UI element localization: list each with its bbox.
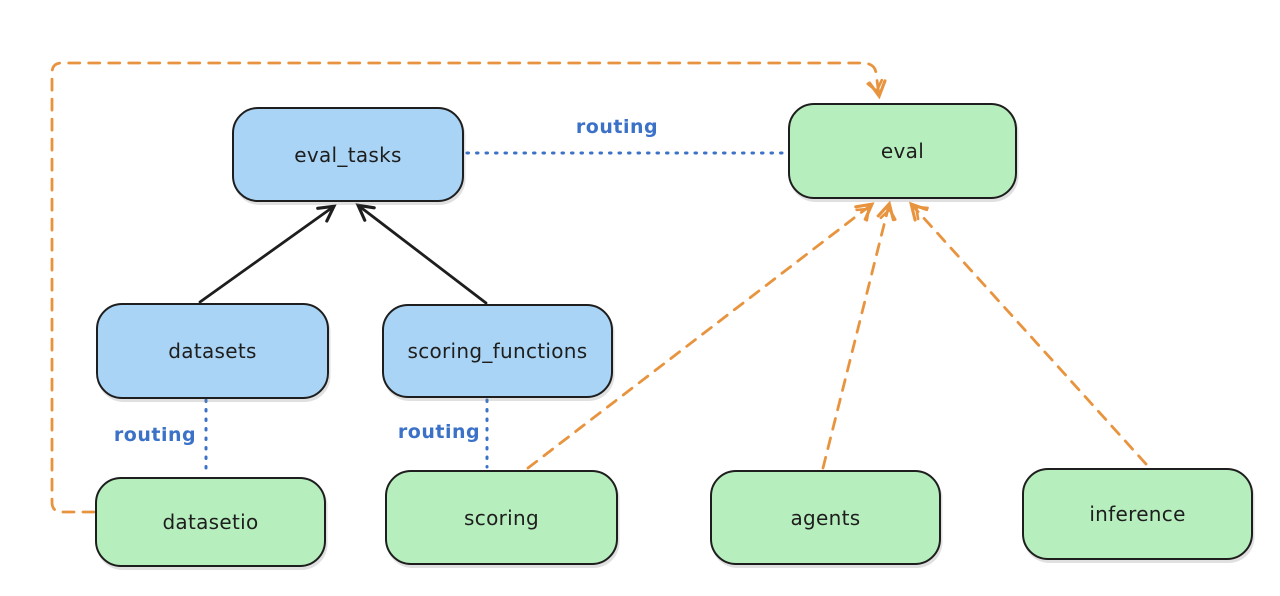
- edge-datasets-to-eval-tasks: [198, 204, 337, 304]
- routing-label-scoring-functions-scoring: routing: [397, 421, 481, 443]
- node-eval-label: eval: [880, 139, 925, 163]
- node-inference-label: inference: [1089, 502, 1186, 526]
- edge-scoring-functions-to-eval-tasks: [355, 203, 488, 305]
- node-datasets-label: datasets: [168, 339, 257, 363]
- edge-agents-to-eval: [821, 200, 897, 470]
- node-scoring-functions-label: scoring_functions: [407, 339, 588, 363]
- node-scoring: scoring: [385, 470, 618, 565]
- routing-label-eval-tasks-eval: routing: [575, 116, 659, 138]
- edge-datasetio-to-eval: [50, 61, 887, 514]
- node-eval-tasks: eval_tasks: [232, 107, 464, 202]
- node-eval: eval: [788, 103, 1017, 199]
- routing-label-datasets-datasetio: routing: [113, 424, 197, 446]
- node-scoring-functions: scoring_functions: [382, 304, 613, 398]
- node-agents-label: agents: [790, 505, 861, 530]
- node-scoring-label: scoring: [464, 505, 539, 530]
- node-datasetio-label: datasetio: [162, 510, 259, 534]
- node-datasets: datasets: [96, 303, 329, 399]
- node-datasetio: datasetio: [95, 477, 326, 567]
- node-eval-tasks-label: eval_tasks: [294, 142, 402, 167]
- edge-scoring-to-eval: [526, 202, 875, 470]
- node-inference: inference: [1022, 468, 1253, 560]
- edge-inference-to-eval: [908, 201, 1148, 466]
- node-agents: agents: [710, 470, 941, 565]
